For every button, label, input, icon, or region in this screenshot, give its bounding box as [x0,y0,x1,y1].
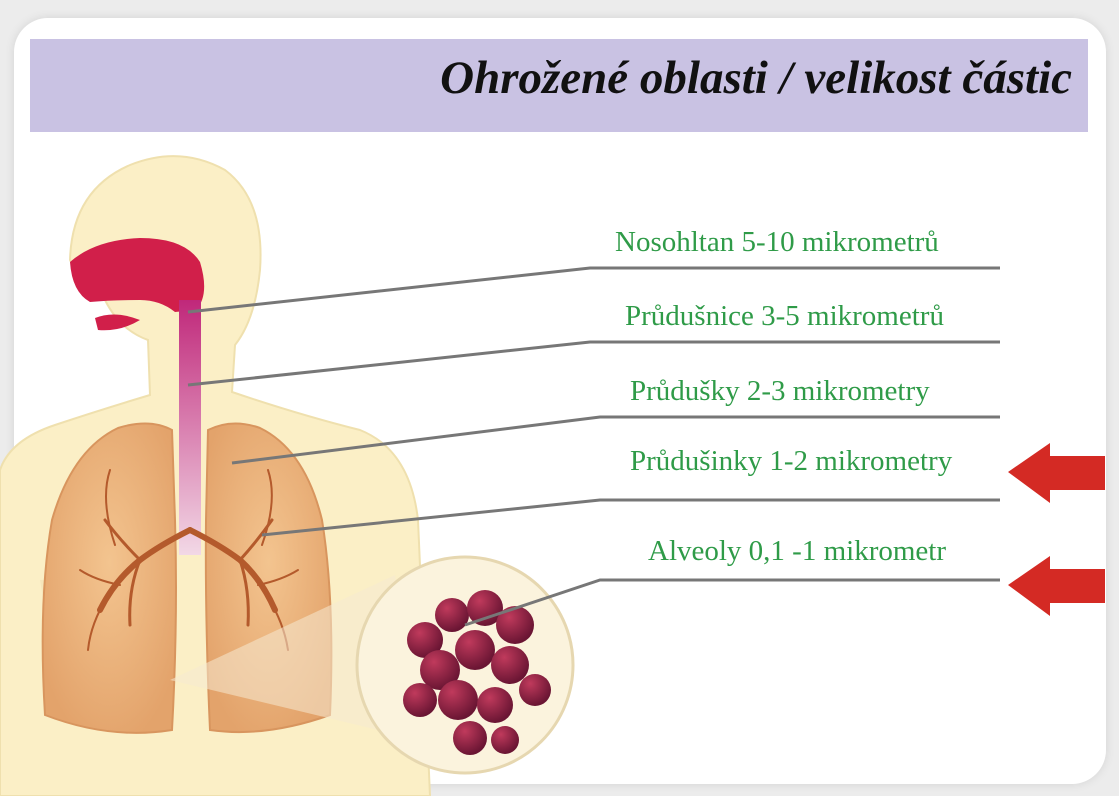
label-bronchioles: Průdušinky 1-2 mikrometry [630,445,952,478]
arrow-icon-bronchioles [1008,443,1105,503]
label-bronchi: Průdušky 2-3 mikrometry [630,375,930,408]
label-alveoli: Alveoly 0,1 -1 mikrometr [648,535,946,568]
label-nasopharynx: Nosohltan 5-10 mikrometrů [615,226,939,259]
label-trachea: Průdušnice 3-5 mikrometrů [625,300,944,333]
alveoli-magnifier [357,557,573,773]
page-title: Ohrožené oblasti / velikost částic [440,51,1072,105]
arrow-icon-alveoli [1008,556,1105,616]
title-band: Ohrožené oblasti / velikost částic [30,39,1088,132]
trachea-shape [179,300,201,555]
